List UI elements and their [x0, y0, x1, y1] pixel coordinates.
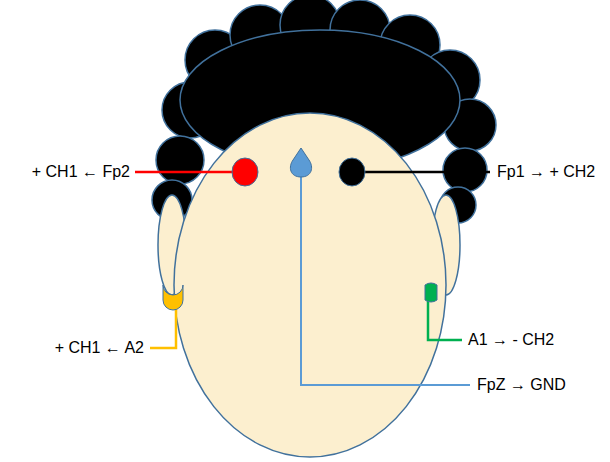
signal-label: + CH1 ← A2 [55, 338, 144, 358]
leader-line [352, 171, 490, 174]
signal-label: A1 → - CH2 [468, 330, 554, 350]
face [174, 113, 446, 457]
electrode-fpz [290, 148, 311, 177]
electrode-fp2 [232, 158, 258, 186]
leader-line [301, 170, 470, 385]
leader-line [135, 171, 245, 174]
signal-label: FpZ → GND [477, 375, 566, 395]
leader-line [428, 300, 462, 340]
signal-label: + CH1 ← Fp2 [32, 162, 130, 182]
signal-label: Fp1 → + CH2 [497, 162, 595, 182]
electrode-a1 [425, 283, 437, 302]
electrode-a2 [163, 285, 183, 310]
electrode-fp1 [339, 158, 365, 186]
